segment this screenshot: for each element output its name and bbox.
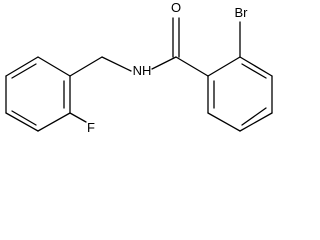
amide-nitrogen-label: NH [133, 63, 152, 78]
fluorine-atom-label: F [87, 120, 95, 135]
bond-ch2-nitrogen [101, 56, 132, 72]
bond-c3-c4 [37, 112, 71, 132]
bond-carbonyl-ring [175, 56, 209, 77]
bond-c4-c5 [5, 112, 39, 132]
bromine-atom-label: Br [235, 5, 249, 20]
bond-r5-r6 [207, 112, 241, 132]
bond-nitrogen-carbonyl [151, 56, 177, 70]
bond-c1-c2 [37, 56, 71, 77]
bond-r1-r2 [207, 56, 241, 77]
oxygen-atom-label: O [171, 0, 181, 15]
chemical-structure-diagram: O NH Br F [5, 0, 273, 135]
bond-c6-c1 [5, 56, 39, 77]
double-bond-inner-4 [241, 63, 267, 79]
bond-ring-fluorine [69, 112, 87, 123]
double-bond-inner-3 [11, 63, 37, 79]
bond-ring-ch2 [69, 56, 103, 77]
bond-r4-r5 [239, 112, 273, 132]
bond-r2-r3 [239, 56, 273, 77]
double-bond-inner-5 [241, 107, 267, 126]
bromophenyl-ring [207, 56, 273, 132]
double-bond-inner-2 [11, 110, 37, 126]
fluorophenyl-ring [5, 56, 71, 132]
